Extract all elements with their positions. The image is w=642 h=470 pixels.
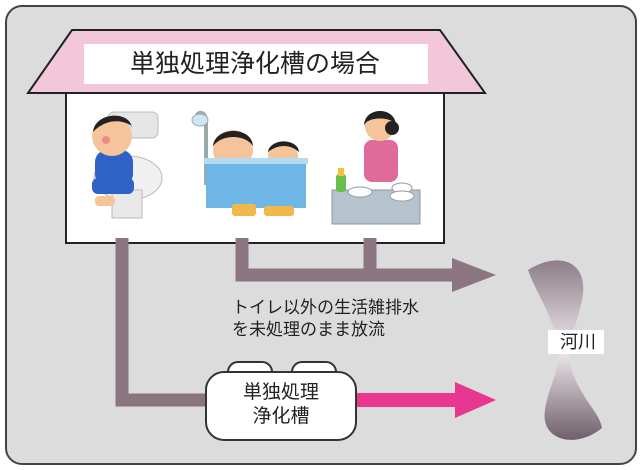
title-box bbox=[84, 44, 428, 84]
septic-tank bbox=[205, 361, 357, 441]
treated-arrow-head bbox=[455, 382, 496, 418]
river-label-bg bbox=[548, 330, 604, 354]
caption-line-2: を未処理のまま放流 bbox=[232, 320, 385, 340]
river-label: 河川 bbox=[560, 332, 596, 353]
caption-line-1: トイレ以外の生活雑排水 bbox=[232, 298, 419, 318]
kitchen-person-icon bbox=[331, 111, 421, 225]
toilet-pipe bbox=[115, 238, 210, 407]
diagram-title: 単独処理浄化槽の場合 bbox=[129, 49, 380, 78]
tank-line-2: 浄化槽 bbox=[252, 405, 310, 427]
bath-people-icon bbox=[191, 110, 308, 216]
graywater-pipe bbox=[235, 238, 455, 282]
drain-pipes bbox=[115, 238, 455, 407]
toilet-person-icon bbox=[92, 111, 163, 219]
treated-pipe bbox=[340, 393, 458, 407]
septic-tank-label: 単独処理 浄化槽 bbox=[206, 380, 356, 428]
graywater-caption: トイレ以外の生活雑排水 を未処理のまま放流 bbox=[232, 297, 492, 341]
tank-line-1: 単独処理 bbox=[242, 381, 319, 403]
graywater-arrow-head bbox=[452, 258, 496, 292]
